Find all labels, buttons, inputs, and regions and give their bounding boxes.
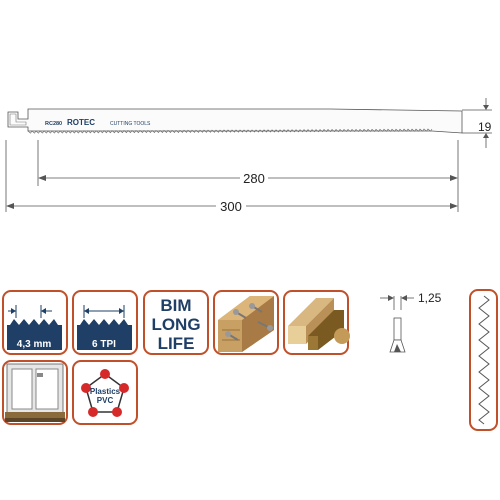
- blade-teeth: [27, 128, 433, 134]
- plastics-label: Plastics: [90, 387, 121, 396]
- tpi-tile: 6 TPI: [72, 290, 138, 355]
- blade-brand-suffix: CUTTING TOOLS: [110, 121, 151, 127]
- tooth-profile-icon: [478, 295, 490, 425]
- cut-length-dimension: [37, 140, 459, 212]
- tooth-pitch-tile: 4,3 mm: [2, 290, 68, 355]
- wood-with-nails-tile: [213, 290, 279, 355]
- tooth-pitch-label: 4,3 mm: [17, 339, 52, 350]
- saw-blade: RC280 ROTEC CUTTING TOOLS: [7, 108, 463, 134]
- material-line-2: LONG: [151, 315, 200, 334]
- material-line-3: LIFE: [158, 334, 195, 353]
- bim-long-life-tile: BIM LONG LIFE: [143, 290, 209, 355]
- tpi-label: 6 TPI: [92, 339, 116, 350]
- molecule-icon: [81, 369, 129, 417]
- thickness-label: 1,25: [418, 291, 442, 305]
- tooth-profile-tile: [469, 289, 498, 431]
- width-dimension: [462, 98, 492, 148]
- material-line-1: BIM: [160, 296, 191, 315]
- wood-beams-tile: [283, 290, 350, 355]
- total-length-dimension: [5, 140, 458, 212]
- blade-model: RC280: [45, 121, 62, 127]
- blade-brand: ROTEC: [67, 118, 95, 127]
- pvc-label: PVC: [97, 396, 114, 405]
- teeth-edge: [27, 128, 433, 134]
- width-label: 19: [478, 120, 492, 134]
- tooth-profile-line: [478, 295, 490, 425]
- cut-length-label: 280: [243, 171, 265, 186]
- total-length-label: 300: [220, 199, 242, 214]
- thickness-diagram: [380, 295, 414, 353]
- window-frame-tile: [2, 360, 68, 425]
- plastics-pvc-tile: Plastics PVC: [72, 360, 138, 425]
